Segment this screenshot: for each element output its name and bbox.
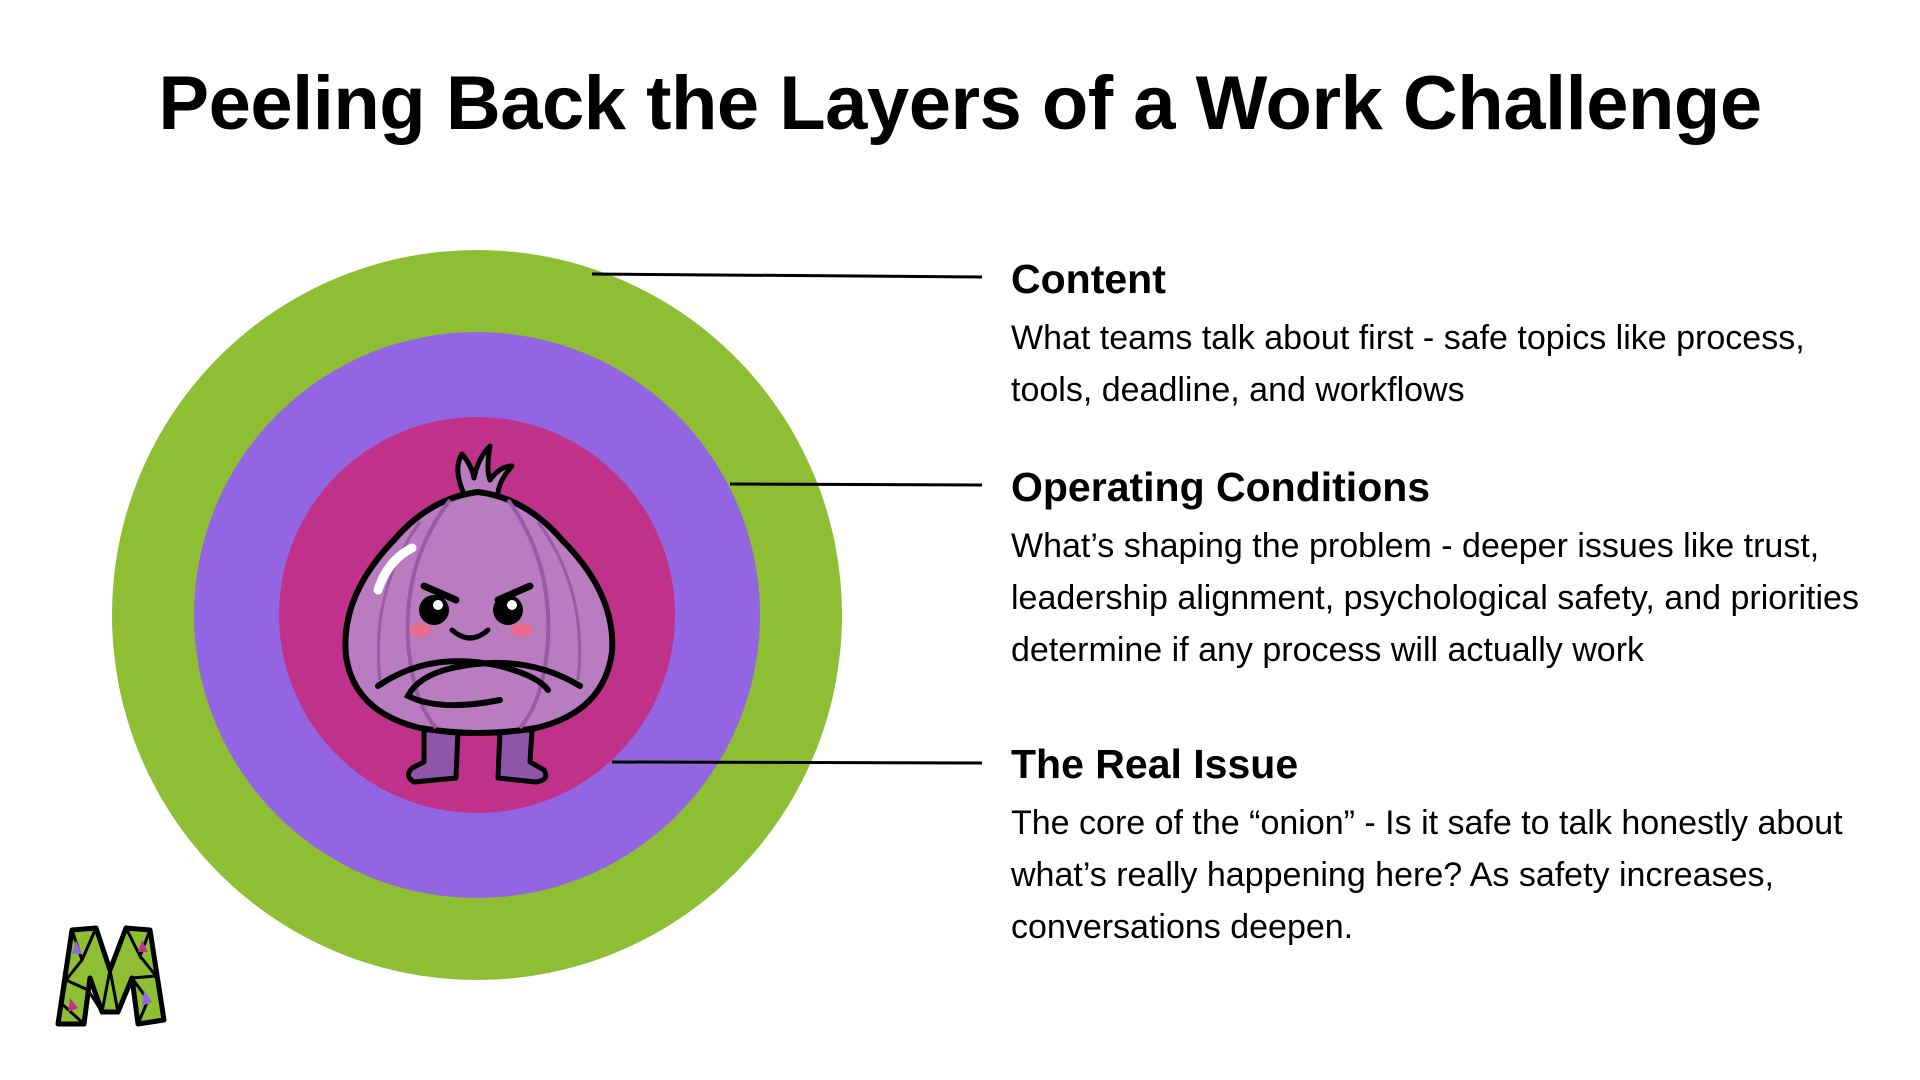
leader-line-content xyxy=(591,272,983,279)
layer-description: The core of the “onion” - Is it safe to … xyxy=(1011,804,1843,947)
layer-description: What teams talk about first - safe topic… xyxy=(1011,319,1805,410)
page-title: Peeling Back the Layers of a Work Challe… xyxy=(158,61,1762,146)
layer-description: What’s shaping the problem - deeper issu… xyxy=(1011,527,1859,670)
layer-content: Content What teams talk about first - sa… xyxy=(1011,255,1891,416)
mosaic-m-logo-icon xyxy=(55,925,167,1027)
layer-heading: Operating Conditions xyxy=(1011,464,1431,510)
grumpy-onion-mascot-icon xyxy=(342,443,616,785)
leader-line-real-issue xyxy=(611,760,983,765)
layer-heading: Content xyxy=(1011,256,1166,302)
layer-heading: The Real Issue xyxy=(1011,741,1299,787)
layer-operating-conditions: Operating Conditions What’s shaping the … xyxy=(1011,463,1891,676)
layer-real-issue: The Real Issue The core of the “onion” -… xyxy=(1011,740,1891,953)
leader-line-operating-conditions xyxy=(729,482,983,487)
